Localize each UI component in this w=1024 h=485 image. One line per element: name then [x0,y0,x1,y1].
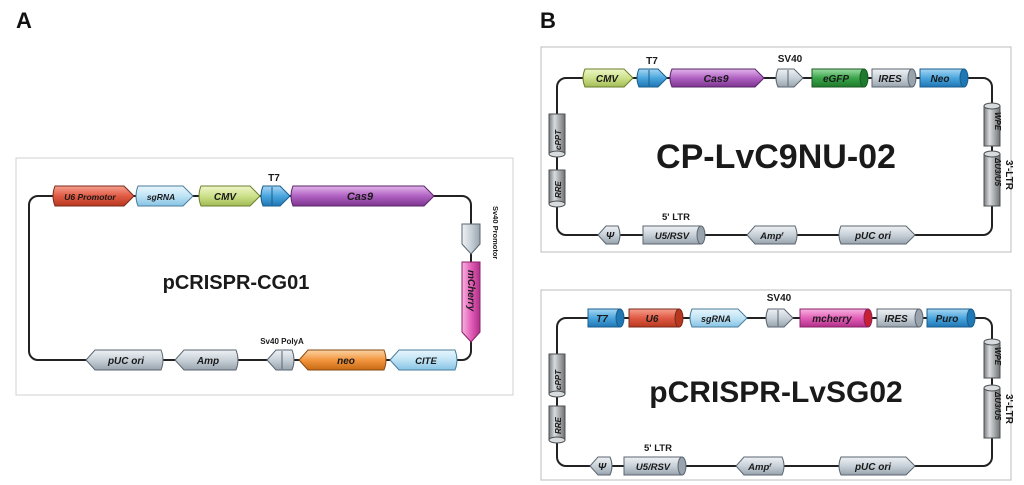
cmv-label: CMV [214,192,238,203]
puc-ori-label-b1: pUC ori [854,231,891,242]
t7-label-b2: T7 [596,314,608,325]
sgrna-label-b2: sgRNA [701,314,731,324]
ltr3-label-b2: 3'-LTR [1003,394,1014,425]
cppt-feature-b1: cPPT [548,113,566,158]
neo-label: neo [337,356,355,367]
panel-a-map: U6 Promotor sgRNA CMV T7 Cas9 Sv40 Promo… [15,157,514,396]
mcherry-feature: mCherry [461,261,481,343]
puc-ori-label-b2: pUC ori [854,462,891,473]
cppt-label-b2: cPPT [554,369,563,390]
wpe-feature-b1: WPE [983,102,1002,147]
cite-label: CITE [415,356,437,367]
cppt-feature-b2: cPPT [548,353,566,398]
sv40-promotor-label: Sv40 Promotor [491,206,500,259]
sgrna-label: sgRNA [147,192,175,202]
sv40-feature-b2: SV40 [765,293,794,328]
ires-feature-b2: IRES [876,308,924,328]
amp-label-b1: Ampr [759,231,784,242]
puro-feature-b2: Puro [926,308,976,328]
u5rsv-label-b1: U5/RSV [655,231,690,242]
cas9-label-b1: Cas9 [703,73,728,85]
puc-ori-feature-b1: pUC ori [838,225,916,245]
rre-feature-b1: RRE [548,169,566,208]
amp-feature: Amp [174,349,239,371]
panel-b-top-map: CMV T7 Cas9 SV40 eGFP IRES [540,46,1014,253]
puc-ori-feature: pUC ori [85,349,164,371]
cmv-label-b1: CMV [596,74,620,85]
sv40-label-b2: SV40 [767,293,792,304]
mcherry-label: mCherry [465,270,476,312]
sgrna-feature: sgRNA [135,185,194,207]
cmv-feature-b1: CMV [582,68,634,88]
cite-feature: CITE [389,349,458,371]
cas9-label: Cas9 [347,191,374,203]
u6-promotor-feature: U6 Promotor [52,185,135,207]
sgrna-feature-b2: sgRNA [689,308,748,328]
panel-label-b: B [540,8,556,33]
psi-feature-b1: Ψ [597,225,621,245]
ires-label-b2: IRES [884,314,908,325]
rre-label-b1: RRE [554,180,563,198]
sv40-promotor-feature: Sv40 Promotor [461,206,500,259]
amp-label: Amp [196,356,219,367]
amp-feature-b1: Ampr [746,225,798,245]
panel-b-bottom-map: T7 U6 sgRNA SV40 mcherry IRES [540,289,1014,481]
cppt-label-b1: cPPT [554,129,563,150]
psi-label-b2: Ψ [598,462,607,473]
sv40-feature-b1: SV40 [775,54,804,88]
wpe-label-b1: WPE [993,112,1002,131]
ltr5-label-b2: 5' LTR [644,443,672,454]
plasmid-a-title: pCRISPR-CG01 [163,272,310,294]
sv40-label-b1: SV40 [778,54,803,65]
plasmid-b-top-title: CP-LvC9NU-02 [656,138,896,176]
t7-feature-b2: T7 [587,308,625,328]
rre-feature-b2: RRE [548,405,566,444]
u3u5-feature-b1: ΔU3/U5 3'-LTR [983,150,1014,207]
cas9-feature: Cas9 [290,185,435,207]
t7-feature-b1: T7 [636,56,668,88]
sv40-polya-feature: Sv40 PolyA [260,337,304,371]
wpe-label-b2: WPE [993,347,1002,366]
puro-label-b2: Puro [936,314,959,325]
ires-feature-b1: IRES [871,68,917,88]
neo-label-b1: Neo [931,74,950,85]
wpe-feature-b2: WPE [983,338,1002,379]
amp-label-b2: Ampr [747,462,772,473]
ltr5-label-b1: 5' LTR [662,212,690,223]
u6-feature-b2: U6 [628,308,684,328]
sv40-polya-label: Sv40 PolyA [260,337,304,346]
t7-feature: T7 [260,173,291,207]
u3u5-feature-b2: ΔU3/U5 3'-LTR [983,384,1014,439]
amp-feature-b2: Ampr [735,456,785,476]
mcherry-feature-b2: mcherry [799,308,873,328]
u3u5-label-b2: ΔU3/U5 [993,391,1002,421]
puc-ori-feature-b2: pUC ori [838,456,916,476]
egfp-feature: eGFP [811,68,869,88]
t7-label: T7 [268,173,280,184]
neo-feature: neo [298,349,387,371]
panel-label-a: A [16,8,32,33]
rre-label-b2: RRE [554,416,563,434]
psi-label-b1: Ψ [606,231,615,242]
t7-label-b1: T7 [646,56,658,67]
plasmid-b-bottom-title: pCRISPR-LvSG02 [649,376,902,409]
egfp-label: eGFP [823,74,849,85]
cmv-feature: CMV [198,185,261,207]
u5rsv-feature-b1: U5/RSV 5' LTR [642,212,706,245]
amp-sup-b2: r [769,462,772,469]
neo-feature-b1: Neo [919,68,969,88]
ltr3-label-b1: 3'-LTR [1003,160,1014,191]
psi-feature-b2: Ψ [589,456,613,476]
u5rsv-feature-b2: U5/RSV 5' LTR [623,443,687,476]
u6-promotor-label: U6 Promotor [64,192,116,202]
puc-ori-label: pUC ori [107,356,144,367]
cas9-feature-b1: Cas9 [669,68,765,88]
u3u5-label-b1: ΔU3/U5 [993,157,1002,187]
mcherry-label-b2: mcherry [812,314,852,325]
amp-sup-b1: r [781,231,784,238]
ires-label-b1: IRES [878,74,902,85]
u5rsv-label-b2: U5/RSV [636,462,671,473]
u6-label-b2: U6 [646,314,659,325]
